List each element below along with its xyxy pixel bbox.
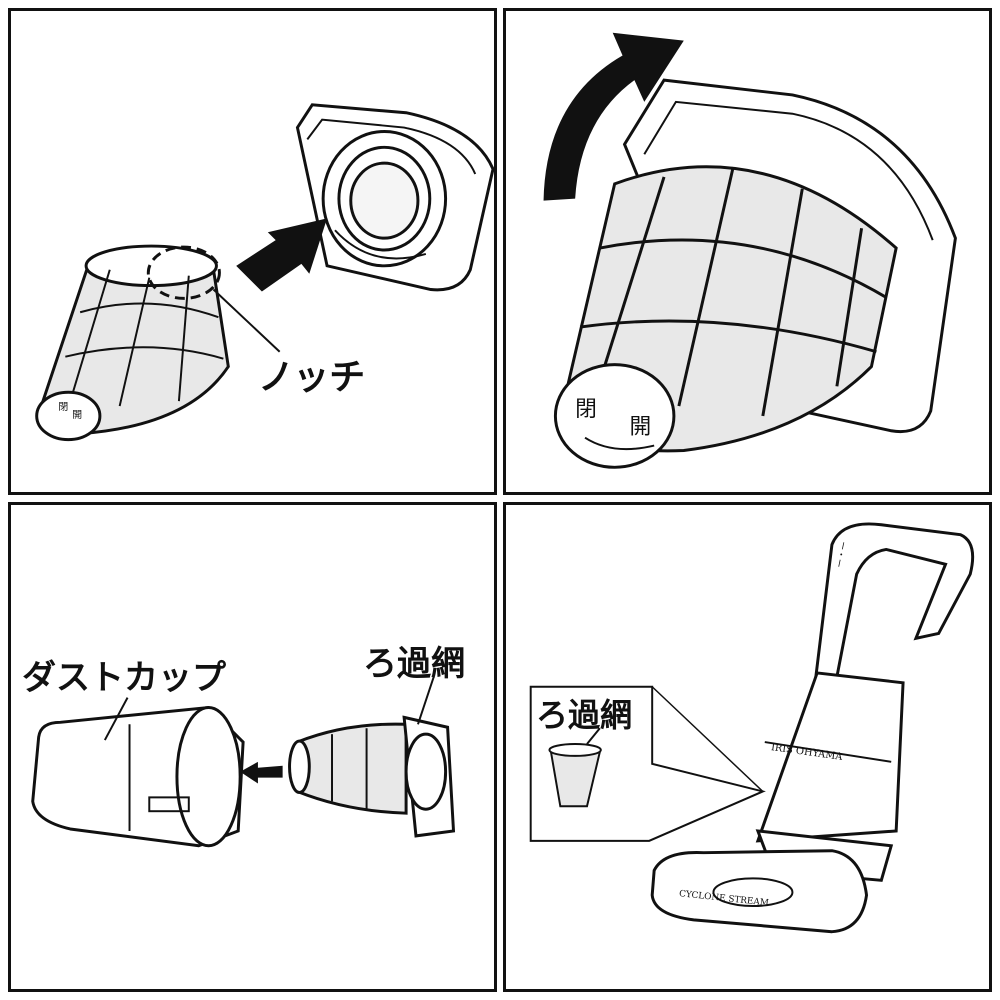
filter-mark-close: 閉: [58, 401, 68, 413]
step-4-panel: ー・ー IRIS OHYAMA CYCLONE STREAM: [503, 502, 992, 992]
step-2-panel: 閉 開: [503, 8, 992, 495]
vacuum-overview-illustration: ー・ー IRIS OHYAMA CYCLONE STREAM: [529, 522, 975, 934]
notch-label: ノッチ: [258, 356, 366, 398]
notch-highlight: [146, 245, 221, 300]
filter-label-inset: ろ過網: [536, 696, 633, 734]
filter-mark-close: 閉: [575, 397, 597, 422]
filter-label: ろ過網: [363, 644, 465, 684]
filter-frame: [295, 103, 494, 292]
cone-filter: [288, 715, 456, 838]
filter-mark-open: 開: [72, 409, 82, 421]
vacuum-cleaner: [650, 522, 975, 934]
small-filter: [548, 727, 602, 808]
dust-cup: [31, 705, 245, 848]
filter-leader-line: [417, 676, 435, 725]
filter-mark-open: 開: [629, 415, 651, 440]
step-1-panel: 閉 開: [8, 8, 497, 495]
push-arrow-icon: [236, 218, 328, 292]
dustcup-insert-illustration: [31, 676, 456, 848]
cone-filter: [553, 165, 898, 469]
insert-arrow-icon: [240, 761, 283, 784]
step-3-panel: [8, 502, 497, 992]
filter-notch-illustration: 閉 開: [35, 103, 494, 442]
filter-rotate-illustration: 閉 開: [543, 32, 957, 469]
notch-leader-line: [212, 288, 281, 353]
dust-cup-label: ダストカップ: [22, 658, 226, 698]
dustcup-leader-line: [103, 697, 129, 741]
rotate-arrow-icon: [543, 32, 684, 201]
rotation-direction-mark: [584, 436, 655, 451]
